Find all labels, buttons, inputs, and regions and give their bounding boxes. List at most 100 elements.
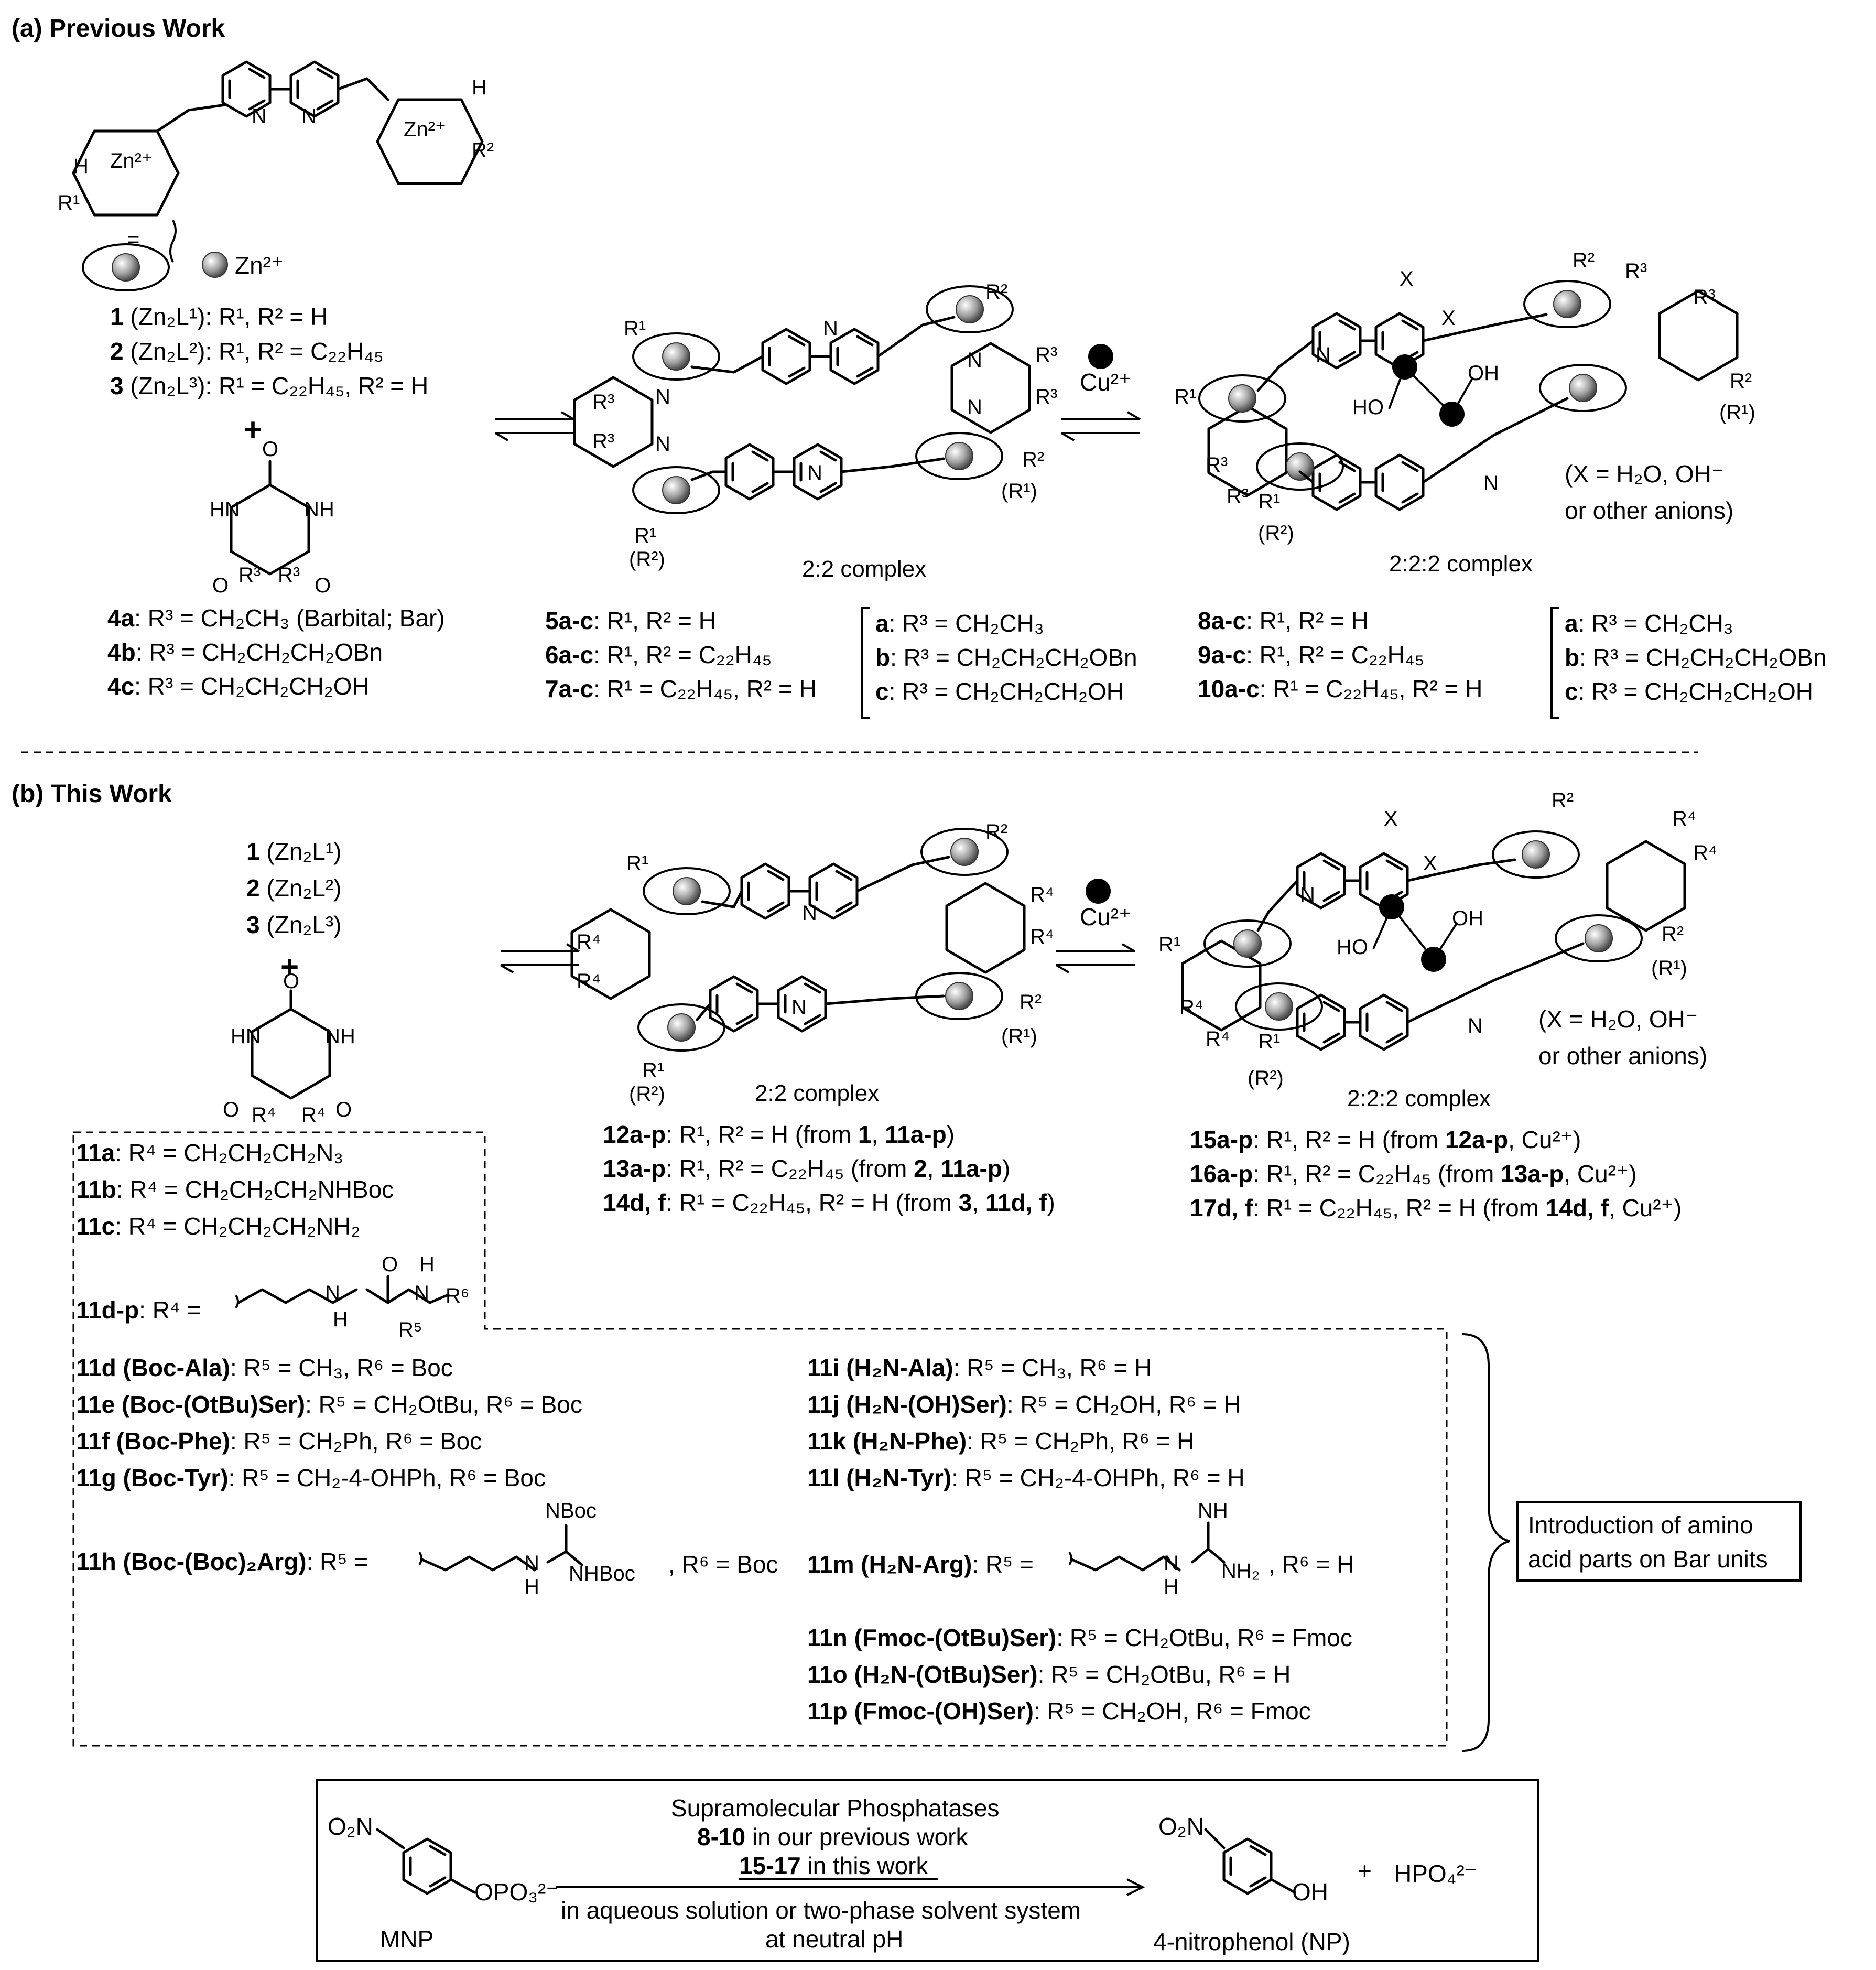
cu-label-a: Cu²⁺ [1080, 369, 1131, 396]
svg-text:1 (Zn₂L¹): 1 (Zn₂L¹) [246, 838, 341, 865]
svg-text:(R²): (R²) [629, 1083, 665, 1106]
svg-text:(R²): (R²) [1248, 1067, 1284, 1090]
np-label: 4-nitrophenol (NP) [1153, 1928, 1350, 1955]
svg-text:R¹: R¹ [1258, 1030, 1280, 1053]
svg-text:O₂N: O₂N [1158, 1813, 1204, 1840]
complex-22-label-a: 2:2 complex [802, 556, 926, 582]
x-note-a-2: or other anions) [1565, 497, 1733, 524]
amino-acid-list-left: 11d (Boc-Ala): R⁵ = CH₃, R⁶ = Boc 11e (B… [76, 1354, 778, 1598]
x-note-b-1: (X = H₂O, OH⁻ [1538, 1005, 1698, 1033]
svg-text:R²: R² [1020, 991, 1042, 1014]
complex-22-b: N N R¹ R² R⁴ R⁴ R⁴ R⁴ N R¹ (R²) R² (R¹) … [572, 820, 1054, 1106]
svg-text:R³: R³ [278, 564, 300, 587]
svg-text:OPO₃²⁻: OPO₃²⁻ [474, 1878, 559, 1906]
reaction-line-4: in aqueous solution or two-phase solvent… [561, 1897, 1081, 1924]
svg-text:11c: R⁴ = CH₂CH₂CH₂NH₂: 11c: R⁴ = CH₂CH₂CH₂NH₂ [76, 1213, 360, 1240]
ligand-n-2: N [301, 105, 317, 128]
complex-222-a: X X OH HO N N R¹ R² R³ R³ R² (R¹) R³ R³ … [1174, 249, 1755, 577]
svg-text:N: N [807, 461, 822, 484]
svg-text:11o (H₂N-(OtBu)Ser): R⁵ = CH₂O: 11o (H₂N-(OtBu)Ser): R⁵ = CH₂OtBu, R⁶ = … [807, 1661, 1291, 1688]
svg-text:4b: R³ = CH₂CH₂CH₂OBn: 4b: R³ = CH₂CH₂CH₂OBn [107, 638, 383, 666]
plus-b: + [280, 949, 299, 984]
ligand-zn-2: Zn²⁺ [404, 118, 446, 141]
svg-text:N: N [967, 396, 982, 419]
svg-text:2 (Zn₂L²): R¹, R² = C₂₂H₄₅: 2 (Zn₂L²): R¹, R² = C₂₂H₄₅ [110, 338, 384, 365]
svg-text:N: N [1300, 883, 1315, 906]
ligand-r1: R¹ [58, 191, 80, 214]
ligand-hn-1: H [73, 155, 89, 178]
complex-222-b: X X OH HO N N R¹ R² R⁴ R⁴ R² (R¹) R⁴ R⁴ … [1158, 789, 1717, 1111]
svg-text:12a-p: R¹, R² = H (from 1, 11: 12a-p: R¹, R² = H (from 1, 11a-p) [603, 1121, 955, 1148]
svg-text:15-17 in this work: 15-17 in this work [739, 1852, 929, 1879]
svg-text:(R¹): (R¹) [1719, 401, 1755, 424]
svg-text:11j (H₂N-(OH)Ser): R⁵ = CH₂OH,: 11j (H₂N-(OH)Ser): R⁵ = CH₂OH, R⁶ = H [807, 1391, 1241, 1418]
complex-22-label-b: 2:2 complex [755, 1080, 879, 1106]
svg-text:9a-c: R¹, R² = C₂₂H₄₅: 9a-c: R¹, R² = C₂₂H₄₅ [1198, 641, 1424, 668]
svg-text:11e (Boc-(OtBu)Ser): R⁵ = CH₂O: 11e (Boc-(OtBu)Ser): R⁵ = CH₂OtBu, R⁶ = … [76, 1391, 582, 1418]
svg-text:N: N [414, 1282, 429, 1305]
ligand-r2: R² [472, 139, 494, 162]
svg-text:17d, f: R¹ = C₂₂H₄₅, R² = H (: 17d, f: R¹ = C₂₂H₄₅, R² = H (from 14d, f… [1190, 1194, 1682, 1221]
section-a-title: (a) Previous Work [12, 15, 225, 42]
equilibrium-arrow-b1 [500, 943, 580, 973]
barbital-list: 4a: R³ = CH₂CH₃ (Barbital; Bar) 4b: R³ =… [107, 604, 445, 700]
reaction-line-1: Supramolecular Phosphatases [671, 1794, 999, 1822]
svg-text:16a-p: R¹, R² = C₂₂H₄₅ (from: 16a-p: R¹, R² = C₂₂H₄₅ (from 13a-p, Cu²⁺… [1190, 1160, 1637, 1187]
svg-text:H: H [1164, 1575, 1179, 1598]
svg-text:11d (Boc-Ala): R⁵ = CH₃, R⁶ =: 11d (Boc-Ala): R⁵ = CH₃, R⁶ = Boc [76, 1354, 453, 1381]
svg-text:R³: R³ [592, 430, 614, 453]
np-structure: O₂N OH 4-nitrophenol (NP) [1153, 1813, 1350, 1955]
svg-text:(R¹): (R¹) [1001, 480, 1037, 503]
svg-text:N: N [791, 996, 807, 1019]
svg-text:11l (H₂N-Tyr): R⁵ = CH₂-4-OHPh: 11l (H₂N-Tyr): R⁵ = CH₂-4-OHPh, R⁶ = H [807, 1464, 1245, 1491]
svg-text:5a-c: R¹, R² = H: 5a-c: R¹, R² = H [545, 607, 716, 634]
svg-text:R³: R³ [1206, 453, 1228, 477]
substituent-list: 11a: R⁴ = CH₂CH₂CH₂N₃ 11b: R⁴ = CH₂CH₂CH… [76, 1139, 469, 1341]
cu-ion-dot-b [1086, 879, 1111, 904]
svg-text:H: H [419, 1253, 435, 1276]
svg-text:N: N [823, 317, 838, 340]
svg-text:H: H [333, 1308, 348, 1331]
svg-text:NHBoc: NHBoc [569, 1562, 635, 1585]
zn-complex-list-b: 1 (Zn₂L¹) 2 (Zn₂L²) 3 (Zn₂L³) + [246, 838, 341, 984]
svg-text:(R²): (R²) [1258, 522, 1294, 545]
svg-text:R¹: R¹ [1258, 490, 1280, 513]
intro-box-line-2: acid parts on Bar units [1528, 1545, 1768, 1573]
svg-text:R³: R³ [1035, 385, 1057, 408]
intro-box-line-1: Introduction of amino [1528, 1511, 1753, 1539]
svg-text:14d, f: R¹ = C₂₂H₄₅, R² = H (: 14d, f: R¹ = C₂₂H₄₅, R² = H (from 3, 11d… [603, 1189, 1055, 1216]
svg-text:R⁵: R⁵ [398, 1318, 422, 1341]
svg-text:c: R³ = CH₂CH₂CH₂OH: c: R³ = CH₂CH₂CH₂OH [1565, 678, 1813, 705]
svg-text:R⁴: R⁴ [1030, 883, 1054, 906]
complex-222-label-b: 2:2:2 complex [1347, 1086, 1491, 1111]
svg-text:O: O [223, 1098, 239, 1121]
svg-text:R²: R² [1730, 370, 1752, 393]
svg-text:O: O [212, 574, 229, 597]
barbital-structure: O HN NH O O R³ R³ [210, 438, 334, 597]
svg-text:R³: R³ [592, 391, 614, 414]
svg-text:H: H [524, 1575, 539, 1598]
curly-brace [1462, 1333, 1510, 1752]
svg-text:R⁴: R⁴ [1030, 925, 1054, 948]
reaction-line-5: at neutral pH [765, 1925, 903, 1953]
svg-text:X: X [1423, 852, 1437, 875]
phosphate-label: HPO₄²⁻ [1394, 1860, 1477, 1887]
cu-label-b: Cu²⁺ [1080, 903, 1131, 930]
svg-text:a: R³ = CH₂CH₃: a: R³ = CH₂CH₃ [1565, 610, 1733, 637]
svg-text:N: N [1468, 1014, 1483, 1037]
svg-text:N: N [802, 902, 817, 925]
svg-text:NH: NH [325, 1025, 355, 1048]
svg-text:R⁴: R⁴ [252, 1103, 276, 1127]
equilibrium-arrow-b2 [1055, 943, 1136, 973]
ligand-n-1: N [252, 105, 267, 128]
svg-text:R³: R³ [238, 564, 261, 587]
reaction-box [316, 1779, 1539, 1962]
svg-text:R³: R³ [1693, 286, 1715, 309]
svg-text:X: X [1384, 807, 1398, 830]
svg-text:, R⁶ = H: , R⁶ = H [1268, 1551, 1354, 1578]
svg-text:a: R³ = CH₂CH₃: a: R³ = CH₂CH₃ [875, 610, 1044, 637]
x-note-a-1: (X = H₂O, OH⁻ [1565, 460, 1724, 488]
svg-text:R⁴: R⁴ [301, 1103, 326, 1127]
plus-a: + [244, 412, 262, 447]
svg-text:11b: R⁴ = CH₂CH₂CH₂NHBoc: 11b: R⁴ = CH₂CH₂CH₂NHBoc [76, 1176, 394, 1203]
